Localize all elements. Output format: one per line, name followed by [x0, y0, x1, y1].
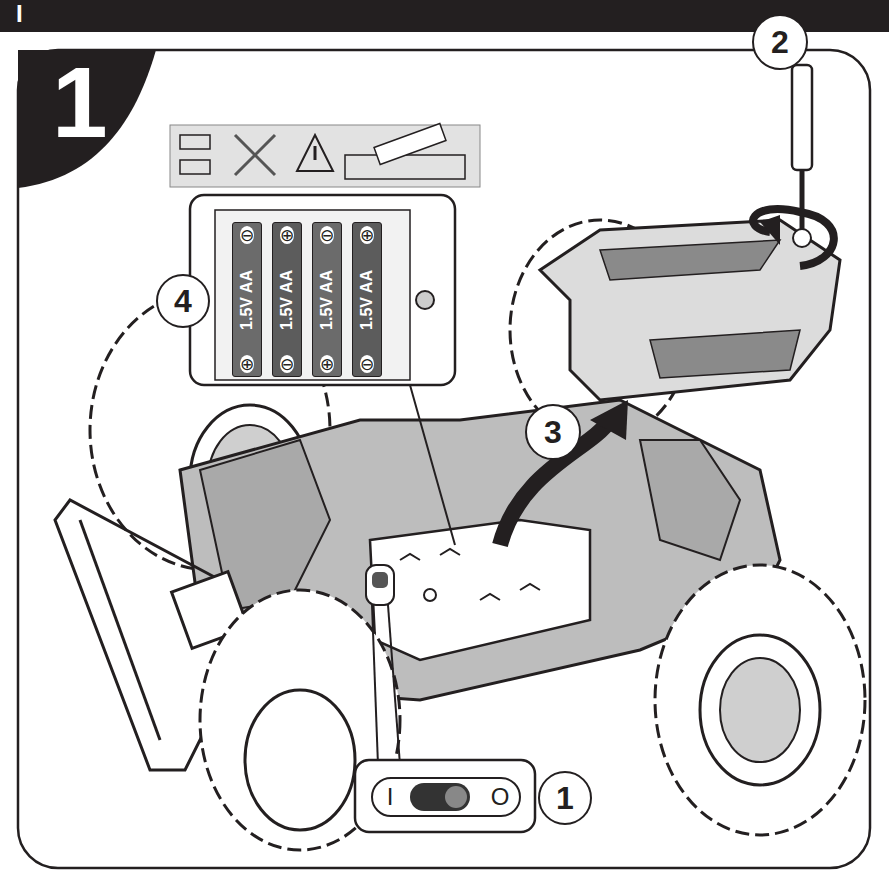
- callout-circle: 4: [156, 274, 210, 328]
- step-badge: 1: [18, 50, 156, 188]
- switch-mark: I: [387, 785, 394, 809]
- battery-label: 1.5V AA: [358, 270, 376, 330]
- callout-circle: 1: [538, 771, 592, 825]
- battery: 1.5V AA: [312, 222, 342, 377]
- polarity-sign: ⊖: [360, 355, 374, 373]
- battery-label: 1.5V AA: [318, 270, 336, 330]
- callout-number: 2: [771, 26, 789, 58]
- callout-circle: 2: [752, 14, 808, 70]
- callout-number: 3: [544, 416, 562, 448]
- switch-mark: O: [491, 785, 510, 809]
- polarity-sign: ⊕: [280, 226, 294, 244]
- step-number: 1: [52, 52, 108, 152]
- polarity-sign: ⊕: [360, 226, 374, 244]
- polarity-sign: ⊖: [320, 226, 334, 244]
- battery-label: 1.5V AA: [278, 270, 296, 330]
- polarity-sign: ⊖: [240, 226, 254, 244]
- panel-frame: [18, 50, 870, 868]
- battery-label: 1.5V AA: [238, 270, 256, 330]
- battery: 1.5V AA: [232, 222, 262, 377]
- polarity-sign: ⊕: [240, 355, 254, 373]
- battery: 1.5V AA: [352, 222, 382, 377]
- callout-circle: 3: [525, 404, 581, 460]
- polarity-sign: ⊕: [320, 355, 334, 373]
- polarity-sign: ⊖: [280, 355, 294, 373]
- callout-number: 4: [174, 285, 192, 317]
- battery: 1.5V AA: [272, 222, 302, 377]
- callout-number: 1: [556, 782, 574, 814]
- header-text: I: [16, 2, 23, 26]
